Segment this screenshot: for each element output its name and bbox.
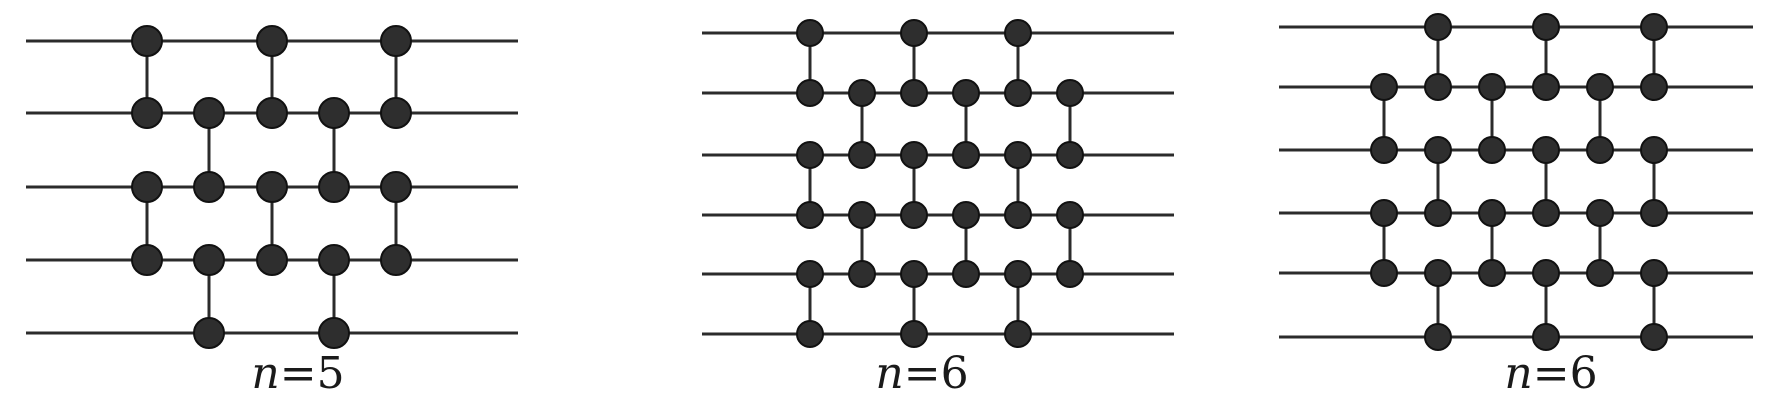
gate-node (1586, 73, 1614, 101)
caption-diagram-1: n=5 (198, 352, 398, 396)
gate-node (796, 19, 824, 47)
gate-node (1056, 141, 1084, 169)
gate-node (1586, 136, 1614, 164)
gate-node (1640, 259, 1668, 287)
gate-node (1370, 136, 1398, 164)
gate-node (318, 317, 350, 349)
gate-node (380, 244, 412, 276)
gate-node (1640, 13, 1668, 41)
gate-node (1004, 19, 1032, 47)
gate-node (256, 25, 288, 57)
gate-node (1478, 136, 1506, 164)
circuit-diagram-2 (702, 19, 1174, 348)
gate-node (1532, 73, 1560, 101)
gate-node (131, 97, 163, 129)
caption-value: 6 (940, 348, 969, 399)
gate-node (193, 97, 225, 129)
gate-node (1370, 199, 1398, 227)
gate-node (1478, 73, 1506, 101)
caption-variable: n (251, 348, 280, 399)
caption-value: 6 (1569, 348, 1598, 399)
gate-node (1424, 259, 1452, 287)
gate-node (848, 141, 876, 169)
gate-node (1004, 79, 1032, 107)
gate-node (1478, 199, 1506, 227)
gate-node (1004, 320, 1032, 348)
gate-node (318, 97, 350, 129)
gate-node (900, 79, 928, 107)
gate-node (318, 171, 350, 203)
caption-operator: = (1532, 348, 1570, 399)
gate-node (256, 171, 288, 203)
caption-variable: n (875, 348, 904, 399)
gate-node (256, 244, 288, 276)
gate-node (131, 244, 163, 276)
gate-node (193, 244, 225, 276)
gate-node (796, 141, 824, 169)
caption-diagram-2: n=6 (822, 352, 1022, 396)
gate-node (1004, 201, 1032, 229)
gate-node (1532, 199, 1560, 227)
gate-node (952, 201, 980, 229)
gate-node (1532, 259, 1560, 287)
caption-variable: n (1504, 348, 1533, 399)
gate-node (1532, 136, 1560, 164)
gate-node (1370, 73, 1398, 101)
gate-node (1532, 323, 1560, 351)
gate-node (131, 171, 163, 203)
gate-node (900, 260, 928, 288)
gate-node (952, 260, 980, 288)
gate-node (1004, 141, 1032, 169)
caption-operator: = (279, 348, 317, 399)
gate-node (1056, 260, 1084, 288)
gate-node (1424, 199, 1452, 227)
gate-node (1424, 73, 1452, 101)
gate-node (1640, 136, 1668, 164)
gate-node (1478, 259, 1506, 287)
gate-node (1424, 13, 1452, 41)
gate-node (193, 317, 225, 349)
gate-node (1004, 260, 1032, 288)
gate-node (900, 141, 928, 169)
gate-node (848, 79, 876, 107)
circuit-diagram-3 (1279, 13, 1753, 351)
gate-node (380, 97, 412, 129)
gate-node (1640, 323, 1668, 351)
gate-node (1424, 323, 1452, 351)
gate-node (1532, 13, 1560, 41)
gate-node (380, 171, 412, 203)
gate-node (1424, 136, 1452, 164)
gate-node (796, 260, 824, 288)
gate-node (848, 260, 876, 288)
circuit-diagram-1 (26, 25, 518, 349)
gate-node (796, 201, 824, 229)
gate-node (380, 25, 412, 57)
gate-node (796, 79, 824, 107)
gate-node (900, 320, 928, 348)
gate-node (131, 25, 163, 57)
gate-node (796, 320, 824, 348)
gate-node (1586, 259, 1614, 287)
caption-value: 5 (316, 348, 345, 399)
caption-operator: = (903, 348, 941, 399)
gate-node (952, 141, 980, 169)
gate-node (1640, 73, 1668, 101)
gate-node (900, 201, 928, 229)
gate-node (1056, 79, 1084, 107)
gate-node (193, 171, 225, 203)
gate-node (900, 19, 928, 47)
gate-node (318, 244, 350, 276)
gate-node (256, 97, 288, 129)
gate-node (952, 79, 980, 107)
gate-node (1586, 199, 1614, 227)
gate-node (1056, 201, 1084, 229)
gate-node (848, 201, 876, 229)
caption-diagram-3: n=6 (1451, 352, 1651, 396)
gate-node (1640, 199, 1668, 227)
gate-node (1370, 259, 1398, 287)
